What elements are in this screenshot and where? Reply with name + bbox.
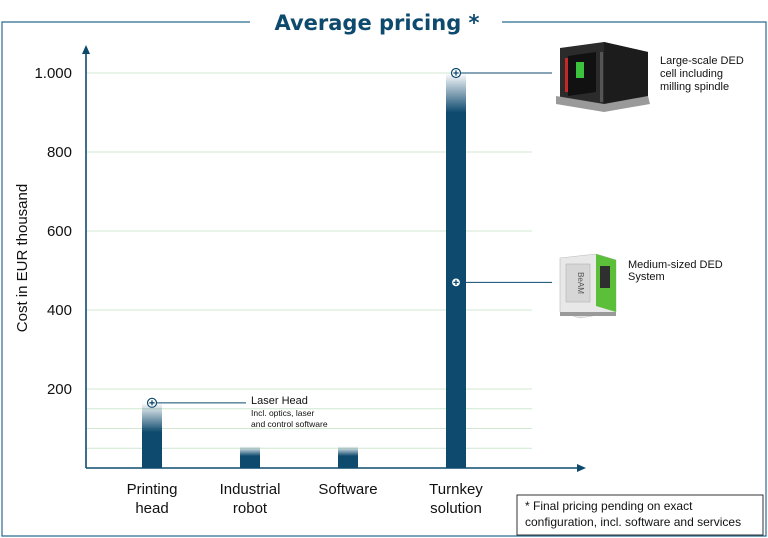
plus-icon — [453, 279, 459, 285]
annotation-text: System — [628, 271, 665, 283]
annotation-text: cell including — [660, 68, 723, 80]
bar — [338, 446, 358, 468]
y-tick-label: 200 — [47, 381, 72, 398]
annotation-text: milling spindle — [660, 81, 729, 93]
x-category-label: robot — [233, 500, 268, 517]
y-axis-arrow — [82, 45, 90, 54]
annotation-text: Medium-sized DED — [628, 259, 723, 271]
x-axis-arrow — [577, 464, 586, 472]
bars — [142, 73, 466, 468]
x-category-label: Industrial — [220, 481, 281, 498]
x-category-label: solution — [430, 500, 482, 517]
frame-border — [1, 21, 767, 537]
plus-icon — [453, 70, 459, 76]
y-tick-label: 800 — [47, 144, 72, 161]
medium-ded-system-image: BeAM — [559, 253, 617, 319]
y-tick-label: 400 — [47, 302, 72, 319]
annotation-text: and control software — [251, 419, 328, 429]
x-category-label: Printing — [127, 481, 178, 498]
footnote-line-1: * Final pricing pending on exact — [525, 499, 693, 513]
plus-icon — [149, 400, 155, 406]
x-category-label: Software — [318, 481, 377, 498]
medium-ded-logo: BeAM — [576, 272, 585, 294]
y-tick-label: 600 — [47, 223, 72, 240]
bar — [142, 402, 162, 468]
bar — [446, 73, 466, 468]
x-category-label: head — [135, 500, 168, 517]
footnote-line-2: configuration, incl. software and servic… — [525, 515, 741, 529]
large-ded-cell-image — [556, 42, 650, 112]
y-tick-label: 1.000 — [34, 65, 72, 82]
annotation-title: Laser Head — [251, 395, 308, 407]
annotation-text: Large-scale DED — [660, 55, 744, 67]
y-ticks: 200 400 600 800 1.000 — [34, 65, 72, 398]
x-category-label: Turnkey — [429, 481, 483, 498]
y-axis-label: Cost in EUR thousand — [14, 184, 31, 332]
annotation-text: Incl. optics, laser — [251, 408, 314, 418]
x-categories: Printing head Industrial robot Software Turnk… — [127, 481, 484, 517]
bar — [240, 446, 260, 468]
footnote-box: * Final pricing pending on exact configu… — [516, 494, 764, 536]
chart-title: Average pricing * — [274, 11, 479, 35]
